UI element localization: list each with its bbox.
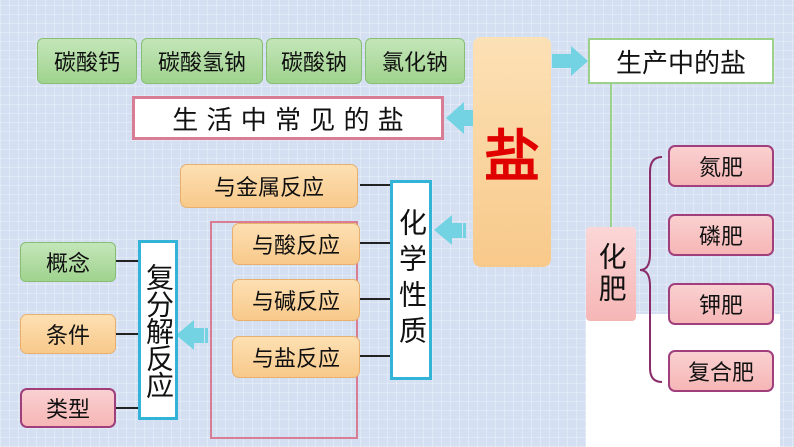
fertilizer-label: 化肥 xyxy=(594,242,628,306)
fertilizer-item-nitrogen: 氮肥 xyxy=(668,145,774,187)
double-decomposition-label: 复分解反应 xyxy=(142,262,175,398)
salt-label: 碳酸钠 xyxy=(280,51,347,76)
reaction-label: 与碱反应 xyxy=(251,290,340,315)
salt-box-sodium-chloride: 氯化钠 xyxy=(365,38,465,84)
salt-label: 碳酸钙 xyxy=(53,51,120,76)
fertilizer-box: 化肥 xyxy=(586,227,636,321)
salt-label: 碳酸氢钠 xyxy=(157,51,246,76)
type-label: 类型 xyxy=(45,398,90,423)
salt-box-sodium-bicarbonate: 碳酸氢钠 xyxy=(141,38,263,84)
fertilizer-item-label: 磷肥 xyxy=(698,225,743,250)
salt-label: 氯化钠 xyxy=(381,51,448,76)
salt-box-calcium-carbonate: 碳酸钙 xyxy=(37,38,137,84)
double-decomposition-box: 复分解反应 xyxy=(138,240,178,420)
salt-box-sodium-carbonate: 碳酸钠 xyxy=(266,38,362,84)
reaction-label: 与酸反应 xyxy=(251,234,340,259)
reaction-label: 与盐反应 xyxy=(251,347,340,372)
chemical-properties-box: 化学性质 xyxy=(390,180,432,380)
production-salts-box: 生产中的盐 xyxy=(588,38,774,84)
type-box: 类型 xyxy=(20,388,116,428)
concept-box: 概念 xyxy=(20,242,116,282)
central-salt-box: 盐 xyxy=(473,37,551,267)
condition-label: 条件 xyxy=(45,324,90,349)
fertilizer-item-label: 氮肥 xyxy=(698,156,743,181)
fertilizer-item-label: 钾肥 xyxy=(698,294,743,319)
arrow-to-chemical-properties xyxy=(434,215,466,245)
fertilizer-item-phosphate: 磷肥 xyxy=(668,214,774,256)
arrow-to-double-decomposition xyxy=(176,320,208,350)
fertilizer-item-label: 复合肥 xyxy=(687,361,754,386)
chemical-properties-label: 化学性质 xyxy=(395,208,428,352)
reactions-outline xyxy=(210,221,358,439)
production-salts-label: 生产中的盐 xyxy=(615,48,746,79)
reaction-base-box: 与碱反应 xyxy=(232,279,360,321)
fertilizer-item-potassium: 钾肥 xyxy=(668,283,774,325)
arrow-to-production xyxy=(552,46,588,76)
reaction-label: 与金属反应 xyxy=(213,176,324,201)
central-salt-label: 盐 xyxy=(484,124,540,190)
reaction-acid-box: 与酸反应 xyxy=(232,223,360,265)
fertilizer-item-compound: 复合肥 xyxy=(668,350,774,392)
concept-label: 概念 xyxy=(45,252,90,277)
common-salts-label: 生 活 中 常 见 的 盐 xyxy=(172,105,404,136)
reaction-salt-box: 与盐反应 xyxy=(232,336,360,378)
common-salts-box: 生 活 中 常 见 的 盐 xyxy=(132,96,444,140)
condition-box: 条件 xyxy=(20,314,116,354)
fertilizer-brace xyxy=(639,156,663,383)
reaction-metal-box: 与金属反应 xyxy=(180,164,358,208)
